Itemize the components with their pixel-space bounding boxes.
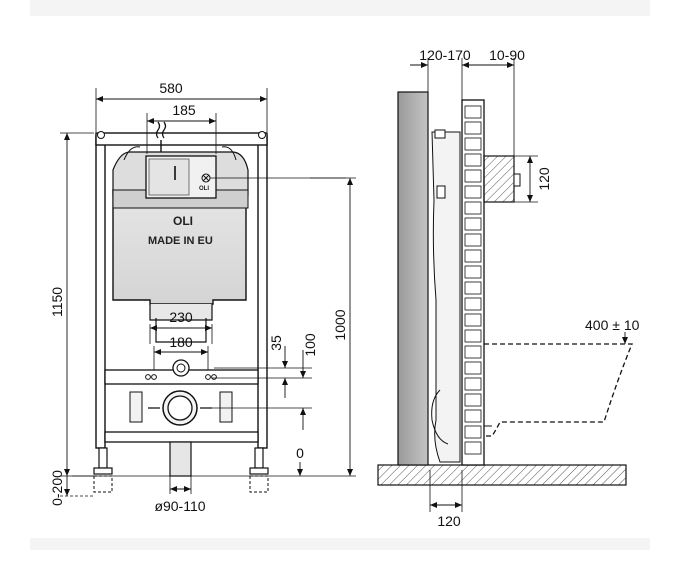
right-foot <box>254 447 264 469</box>
dim-depth-wall: 120-170 <box>419 47 471 63</box>
frame-left-upright <box>95 135 106 449</box>
dim-width-total: 580 <box>159 80 183 96</box>
zero-label: 0 <box>296 445 304 461</box>
front-view: OLI OLI MADE IN EU <box>49 80 356 514</box>
frame-right-upright <box>257 135 268 449</box>
dim-base-depth: 120 <box>437 513 461 529</box>
dim-35: 35 <box>268 335 284 351</box>
dim-180: 180 <box>169 334 193 350</box>
flush-connector <box>172 359 190 377</box>
small-oli-logo: OLI <box>199 186 209 192</box>
dim-230: 230 <box>169 309 193 325</box>
dim-foot-adjust: 0-200 <box>49 470 65 506</box>
frame-ladder-slots <box>464 105 482 455</box>
top-band <box>30 0 650 16</box>
dim-drain-diameter: ø90-110 <box>154 498 205 514</box>
inlet-box <box>483 155 515 203</box>
dim-100: 100 <box>302 333 318 357</box>
oli-logo: OLI <box>173 214 193 228</box>
flush-outlet <box>149 304 213 321</box>
dim-height-1000: 1000 <box>332 309 348 340</box>
frame-lower-rail <box>104 431 259 443</box>
bottom-band <box>30 538 650 550</box>
dim-width-valve: 185 <box>172 102 196 118</box>
floor-slab <box>377 464 627 486</box>
dim-inlet-height: 120 <box>536 167 552 191</box>
frame-top-rail <box>95 132 268 146</box>
side-view: 120-170 10-90 120 400 ± 10 120 <box>377 47 640 529</box>
dim-bowl-height: 400 ± 10 <box>585 317 640 333</box>
dim-depth-pipe: 10-90 <box>489 47 525 63</box>
dim-height-total: 1150 <box>49 287 65 317</box>
drain-pipe <box>169 441 192 477</box>
wc-bowl-outline <box>484 343 633 437</box>
cistern-side <box>431 131 461 463</box>
wall <box>397 91 429 466</box>
left-foot <box>98 447 108 469</box>
water-inlet-symbol <box>155 121 167 139</box>
made-in-label: MADE IN EU <box>148 235 213 247</box>
cistern-tank <box>112 189 247 305</box>
